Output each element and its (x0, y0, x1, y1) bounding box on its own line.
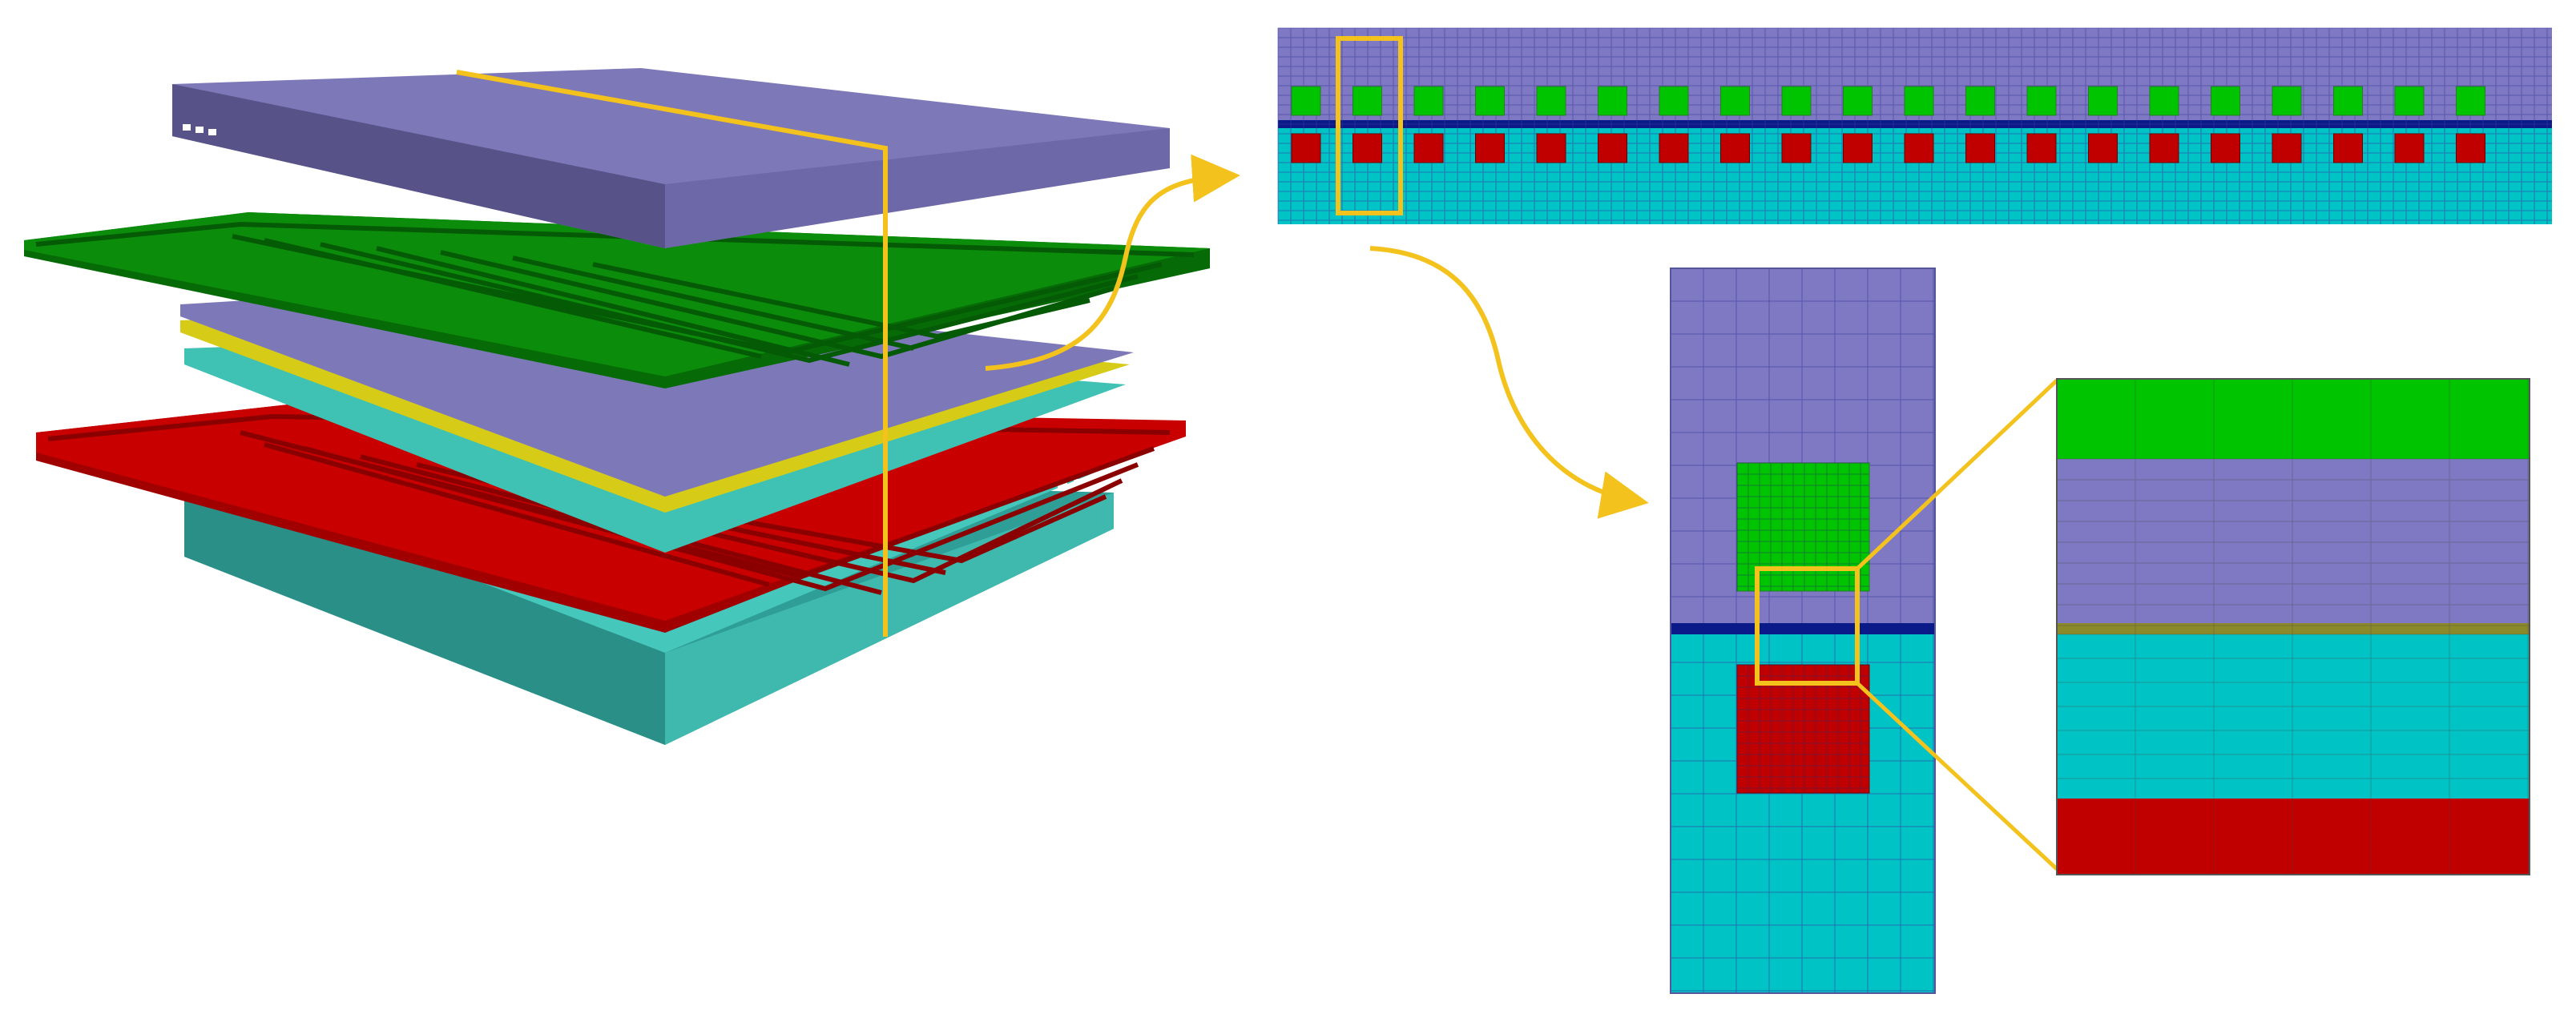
strip-green-channel (1291, 86, 1321, 116)
callout-arrow-to-section (985, 154, 1240, 371)
section-zoom-box (1336, 36, 1403, 215)
strip-red-channel (2211, 133, 2240, 163)
strip-red-channel (1536, 133, 1566, 163)
strip-red-channel (1659, 133, 1689, 163)
strip-green-channel (2088, 86, 2118, 116)
strip-green-channel (2272, 86, 2302, 116)
strip-green-channel (2394, 86, 2425, 116)
strip-red-channel (1475, 133, 1505, 163)
strip-green-channel (1781, 86, 1812, 116)
strip-green-channel (1475, 86, 1505, 116)
strip-red-channel (1353, 133, 1382, 163)
strip-red-channel (2149, 133, 2179, 163)
strip-green-channel (2211, 86, 2240, 116)
top-layer (172, 68, 1170, 248)
strip-red-channel (1781, 133, 1812, 163)
zoom-red-channel (1736, 664, 1870, 794)
strip-red-channel (1965, 133, 1995, 163)
zoom-column (1670, 268, 1936, 994)
exploded-stack (24, 68, 1210, 745)
strip-green-channel (1536, 86, 1566, 116)
strip-red-channel (1413, 133, 1444, 163)
green-channel-layer (24, 212, 1210, 388)
callout-arrow-to-zoom (1369, 246, 1649, 519)
interface-zoom-box (1755, 566, 1860, 686)
strip-green-channel (2333, 86, 2363, 116)
strip-green-channel (1413, 86, 1444, 116)
cross-section-strip (1277, 27, 2552, 224)
strip-green-channel (1353, 86, 1382, 116)
strip-red-channel (2088, 133, 2118, 163)
strip-green-channel (1598, 86, 1627, 116)
strip-red-channel (2333, 133, 2363, 163)
strip-green-channel (2149, 86, 2179, 116)
strip-green-channel (1904, 86, 1934, 116)
strip-green-channel (1843, 86, 1873, 116)
zoom-connector-top (1856, 379, 2058, 570)
strip-green-channel (1720, 86, 1750, 116)
strip-green-channel (1965, 86, 1995, 116)
strip-red-channel (2272, 133, 2302, 163)
strip-green-channel (2456, 86, 2485, 116)
zoom-connector-bottom (1856, 682, 2058, 871)
interface-detail (2056, 378, 2530, 875)
strip-red-channel (1720, 133, 1750, 163)
strip-red-channel (2026, 133, 2057, 163)
strip-red-channel (1843, 133, 1873, 163)
strip-red-channel (1904, 133, 1934, 163)
strip-green-channel (1659, 86, 1689, 116)
strip-red-channel (1291, 133, 1321, 163)
section-cut-line (456, 70, 888, 637)
strip-red-channel (2394, 133, 2425, 163)
strip-red-channel (2456, 133, 2485, 163)
strip-red-channel (1598, 133, 1627, 163)
strip-green-channel (2026, 86, 2057, 116)
